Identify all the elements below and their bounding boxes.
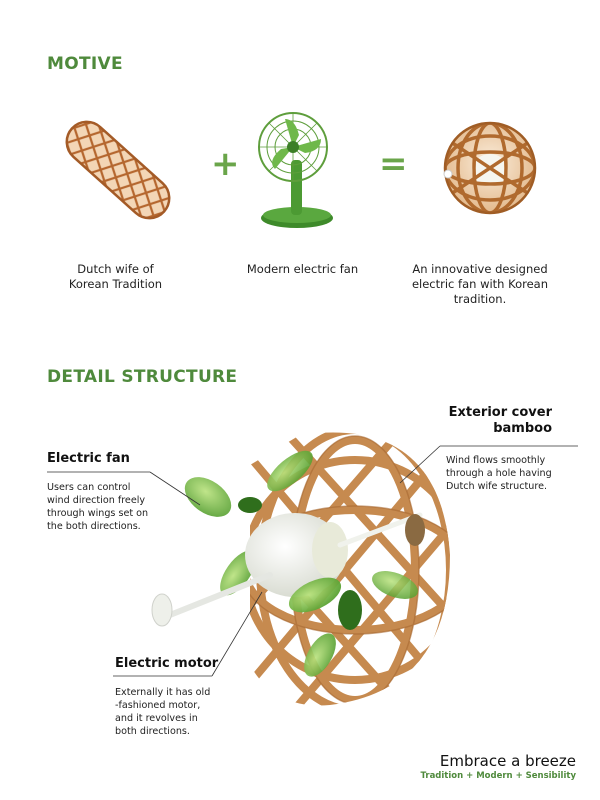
caption-line: Modern electric fan: [246, 262, 359, 276]
caption-line: Korean Tradition: [68, 277, 163, 291]
label-line: and it revolves in: [115, 713, 198, 724]
innovative-fan-caption: An innovative designed electric fan with…: [405, 262, 555, 307]
equals-sign: =: [379, 144, 408, 184]
caption-line: tradition.: [453, 292, 507, 306]
label-line: through a hole having: [446, 468, 552, 479]
plus-sign: +: [211, 144, 240, 184]
label-line: wind direction freely: [47, 495, 146, 506]
caption-line: Dutch wife of: [77, 262, 154, 276]
label-line: through wings set on: [47, 508, 149, 519]
label-line: Externally it has old: [115, 687, 211, 698]
caption-line: An innovative designed: [412, 262, 548, 276]
label-line: both directions.: [115, 726, 190, 737]
footer-tagline: Tradition + Modern + Sensibility: [420, 771, 576, 781]
label-line: the both directions.: [47, 521, 141, 532]
electric-fan-title: Electric fan: [47, 451, 130, 466]
electric-motor-title: Electric motor: [115, 656, 219, 671]
label-line: Exterior cover: [448, 405, 552, 420]
electric-fan-caption: Modern electric fan: [240, 262, 365, 277]
dutch-wife-caption: Dutch wife of Korean Tradition: [48, 262, 183, 292]
footer-title: Embrace a breeze: [439, 752, 576, 770]
dutch-wife-image: [48, 100, 188, 240]
electric-fan-description: Users can control wind direction freely …: [47, 481, 148, 533]
label-line: bamboo: [493, 421, 552, 436]
exterior-cover-title: Exterior cover bamboo: [432, 405, 552, 437]
caption-line: electric fan with Korean: [411, 277, 549, 291]
label-line: Dutch wife structure.: [446, 481, 548, 492]
motive-heading: MOTIVE: [47, 54, 123, 74]
bamboo-fan-sphere-image: [440, 118, 540, 218]
label-line: -fashioned motor,: [115, 700, 201, 711]
exploded-view-illustration: [150, 405, 470, 725]
detail-structure-heading: DETAIL STRUCTURE: [47, 367, 238, 387]
electric-fan-image: [255, 105, 335, 235]
label-line: Wind flows smoothly: [446, 455, 546, 466]
electric-motor-description: Externally it has old -fashioned motor, …: [115, 686, 210, 738]
exterior-cover-description: Wind flows smoothly through a hole havin…: [446, 454, 552, 493]
label-line: Users can control: [47, 482, 131, 493]
